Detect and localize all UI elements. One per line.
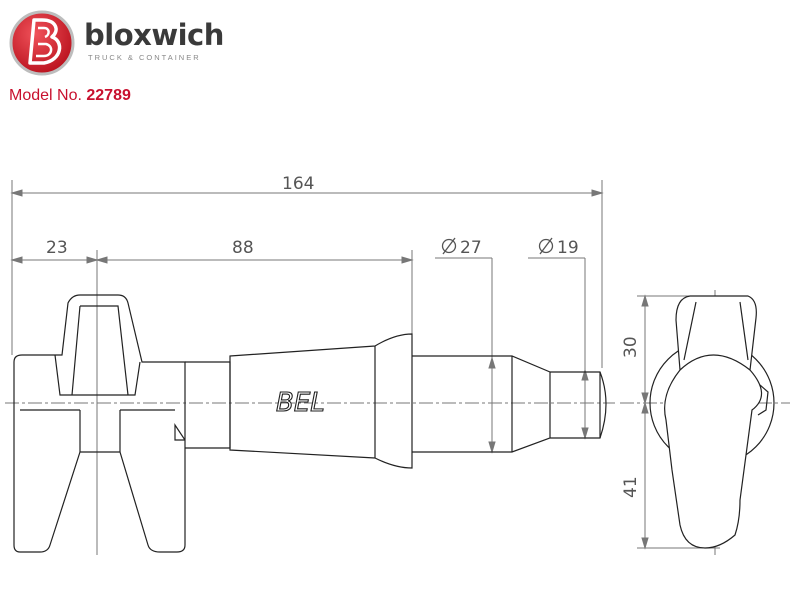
bel-marking: BEL: [276, 388, 325, 418]
dimension-overall-length: [10, 180, 604, 368]
bloxwich-logo-mark-icon: [9, 10, 75, 76]
model-label: Model No.: [9, 87, 82, 104]
dimension-body-length: [95, 250, 414, 338]
dimension-diameter-large: [435, 257, 496, 454]
label-diameter-large: 27: [460, 238, 482, 258]
label-offset: 23: [46, 238, 68, 258]
label-body-length: 88: [232, 238, 254, 258]
model-number: 22789: [86, 87, 131, 104]
part-front-view: [13, 294, 607, 553]
brand-name: bloxwich: [84, 18, 224, 52]
label-diameter-small: 19: [557, 238, 579, 258]
brand-tagline: TRUCK & CONTAINER: [88, 53, 201, 62]
diameter-symbol-icon: [441, 237, 554, 255]
label-overall-length: 164: [282, 174, 314, 194]
label-height-lower: 41: [621, 476, 641, 498]
part-side-view: [649, 295, 775, 549]
dimension-diameter-small: [528, 257, 589, 440]
bloxwich-logo: bloxwich TRUCK & CONTAINER: [8, 8, 238, 80]
model-number-label: Model No. 22789: [9, 86, 131, 106]
label-height-upper: 30: [621, 336, 641, 358]
